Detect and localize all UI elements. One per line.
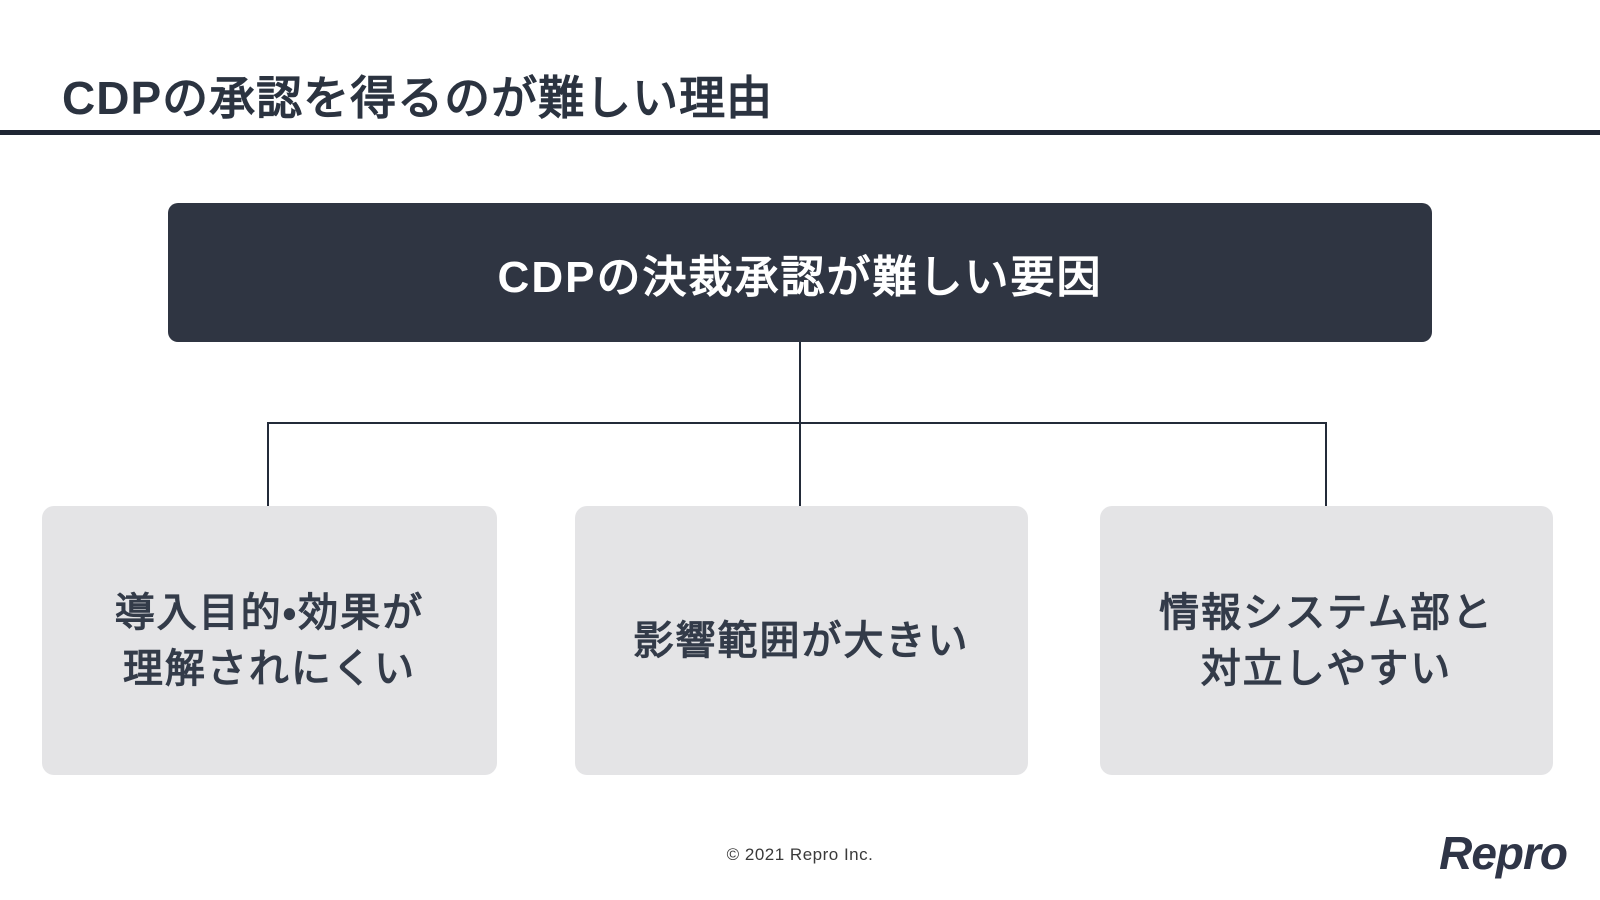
connector-drop-left <box>267 422 269 507</box>
connector-horizontal-bar <box>267 422 1327 424</box>
root-node-box: CDPの決裁承認が難しい要因 <box>168 203 1432 342</box>
child-node-impact: 影響範囲が大きい <box>575 506 1028 775</box>
root-node-label: CDPの決裁承認が難しい要因 <box>497 252 1103 302</box>
child-node-label: 影響範囲が大きい <box>633 618 970 663</box>
child-node-purpose: 導入目的・効果が 理解されにくい <box>42 506 497 775</box>
child-node-label: 情報システム部と 対立しやすい <box>1159 590 1494 691</box>
child-node-label: 導入目的・効果が 理解されにくい <box>114 590 425 691</box>
copyright-text: © 2021 Repro Inc. <box>726 845 874 864</box>
child-node-it-dept: 情報システム部と 対立しやすい <box>1100 506 1553 775</box>
repro-logo: Repro <box>1439 827 1568 879</box>
connector-drop-right <box>1325 422 1327 507</box>
connector-root-stem <box>799 342 801 423</box>
connector-drop-middle <box>799 422 801 507</box>
page-title: CDPの承認を得るのが難しい理由 <box>62 72 774 124</box>
title-underline <box>0 130 1600 135</box>
